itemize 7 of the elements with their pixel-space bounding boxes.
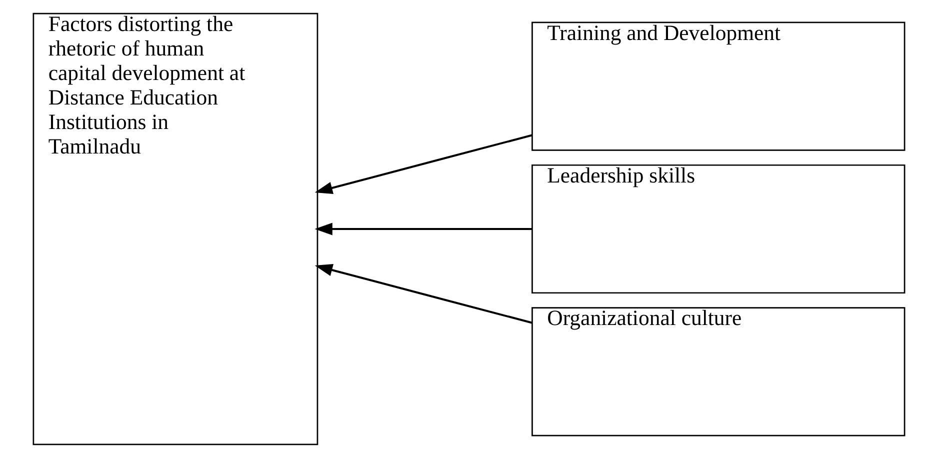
arrow	[314, 264, 532, 324]
node-box: Training and Development	[532, 22, 906, 151]
node-box: Leadership skills	[532, 164, 906, 294]
arrow	[314, 134, 532, 194]
node-box: Organizational culture	[532, 307, 906, 436]
arrow	[314, 222, 532, 236]
node-box: Factors distorting the rhetoric of human capital development at Distance Education Institutions in Tamilnadu	[32, 12, 318, 446]
